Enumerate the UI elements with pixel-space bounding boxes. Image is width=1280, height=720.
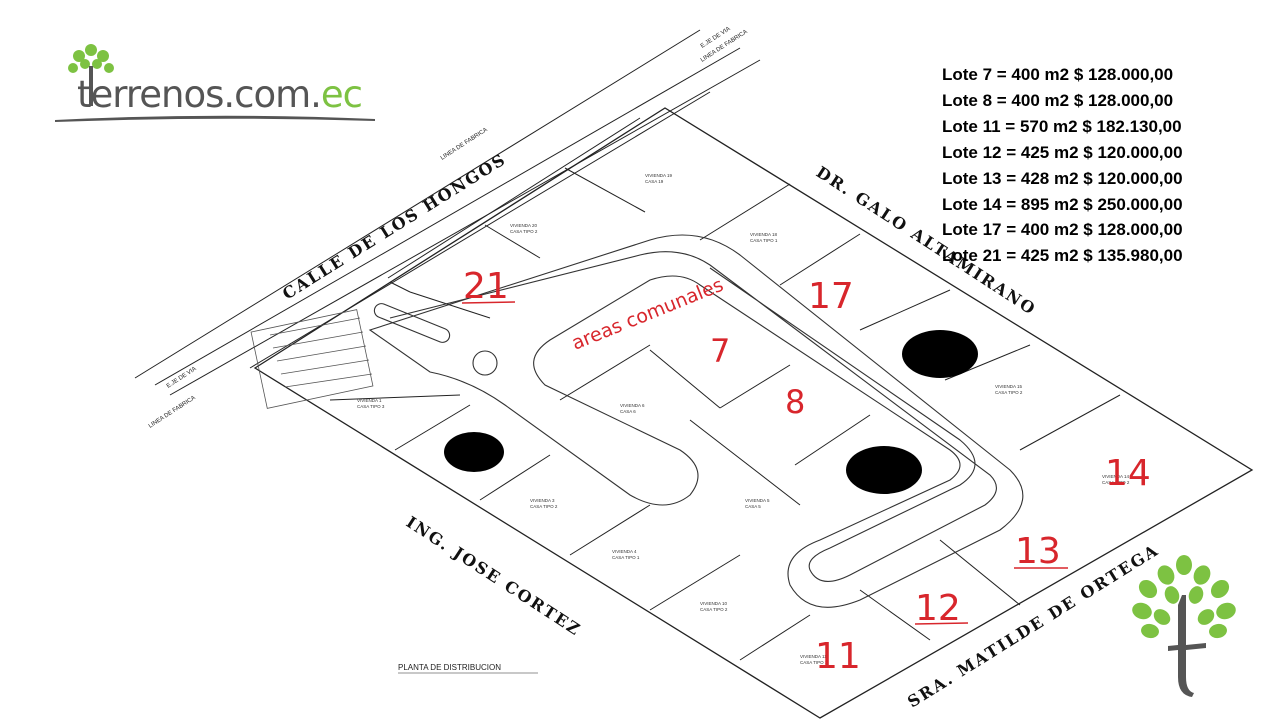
svg-text:CASA TIPO 2: CASA TIPO 2 <box>995 390 1023 395</box>
tree-icon <box>68 44 114 106</box>
lot-boundary <box>253 107 1254 719</box>
logo-underline <box>55 115 375 122</box>
lot-numbers: 21 17 7 8 14 13 12 11 <box>463 266 1151 677</box>
price-item: Lote 17 = 400 m2 $ 128.000,00 <box>942 220 1183 240</box>
svg-text:VIVIENDA 10: VIVIENDA 10 <box>700 601 728 606</box>
linea-fabrica-mid: LINEA DE FABRICA <box>440 127 489 162</box>
svg-text:CASA 6: CASA 6 <box>620 409 636 414</box>
lot-8: 8 <box>785 383 805 421</box>
svg-text:CASA TIPO 2: CASA TIPO 2 <box>700 607 728 612</box>
svg-text:VIVIENDA 11: VIVIENDA 11 <box>800 654 827 659</box>
svg-text:CASA TIPO 2: CASA TIPO 2 <box>510 229 538 234</box>
price-item: Lote 7 = 400 m2 $ 128.000,00 <box>942 65 1174 84</box>
linea-fabrica-left: LINEA DE FABRICA <box>148 395 197 430</box>
brand-wordmark: terrenos.com.ec <box>77 73 363 116</box>
lot-17: 17 <box>808 276 854 317</box>
price-item: Lote 13 = 428 m2 $ 120.000,00 <box>942 168 1183 188</box>
svg-text:CASA 5: CASA 5 <box>745 504 761 509</box>
svg-text:VIVIENDA 14: VIVIENDA 14 <box>1102 474 1130 479</box>
svg-text:VIVIENDA 19: VIVIENDA 19 <box>645 173 673 178</box>
lot-13: 13 <box>1015 531 1061 572</box>
svg-text:CASA TIPO 1: CASA TIPO 1 <box>750 238 778 243</box>
svg-text:VIVIENDA 18: VIVIENDA 18 <box>750 232 778 237</box>
svg-text:CASA TIPO 1: CASA TIPO 1 <box>612 555 640 560</box>
svg-text:VIVIENDA 1: VIVIENDA 1 <box>357 398 382 403</box>
price-item: Lote 8 = 400 m2 $ 128.000,00 <box>942 90 1174 110</box>
stairs-hatch <box>250 309 374 409</box>
lot-21: 21 <box>463 266 509 307</box>
lot-price-list: Lote 7 = 400 m2 $ 128.000,00 Lote 8 = 40… <box>942 62 1183 269</box>
svg-text:VIVIENDA 3: VIVIENDA 3 <box>530 498 555 503</box>
lot-number-underlines <box>461 301 1068 625</box>
price-item: Lote 11 = 570 m2 $ 182.130,00 <box>942 116 1182 136</box>
svg-text:VIVIENDA 5: VIVIENDA 5 <box>745 498 770 503</box>
svg-text:CASA 19: CASA 19 <box>645 179 664 184</box>
svg-text:VIVIENDA 4: VIVIENDA 4 <box>612 549 637 554</box>
lot-12: 12 <box>915 588 961 629</box>
brand-logo: terrenos.com.ec <box>55 40 385 130</box>
svg-text:VIVIENDA 6: VIVIENDA 6 <box>620 403 645 408</box>
svg-text:CASA TIPO 2: CASA TIPO 2 <box>1102 480 1130 485</box>
price-item: Lote 21 = 425 m2 $ 135.980,00 <box>942 246 1183 266</box>
lot-7: 7 <box>710 332 730 370</box>
svg-text:CASA TIPO 3: CASA TIPO 3 <box>357 404 385 409</box>
svg-text:VIVIENDA 20: VIVIENDA 20 <box>510 223 538 228</box>
price-item: Lote 12 = 425 m2 $ 120.000,00 <box>942 142 1183 162</box>
svg-text:VIVIENDA 15: VIVIENDA 15 <box>995 384 1023 389</box>
redaction-dots <box>444 330 978 494</box>
lot-14: 14 <box>1105 453 1151 494</box>
svg-text:CASA TIPO 1: CASA TIPO 1 <box>800 660 828 665</box>
svg-text:CASA TIPO 2: CASA TIPO 2 <box>530 504 558 509</box>
lot-11: 11 <box>815 636 861 677</box>
internal-road <box>368 234 1024 608</box>
lot-divisions <box>329 117 1121 661</box>
plan-title: PLANTA DE DISTRIBUCION <box>398 663 501 672</box>
price-item: Lote 14 = 895 m2 $ 250.000,00 <box>942 194 1183 214</box>
street-west: ING. JOSE CORTEZ <box>403 512 585 639</box>
corner-tree-icon <box>1132 555 1236 697</box>
